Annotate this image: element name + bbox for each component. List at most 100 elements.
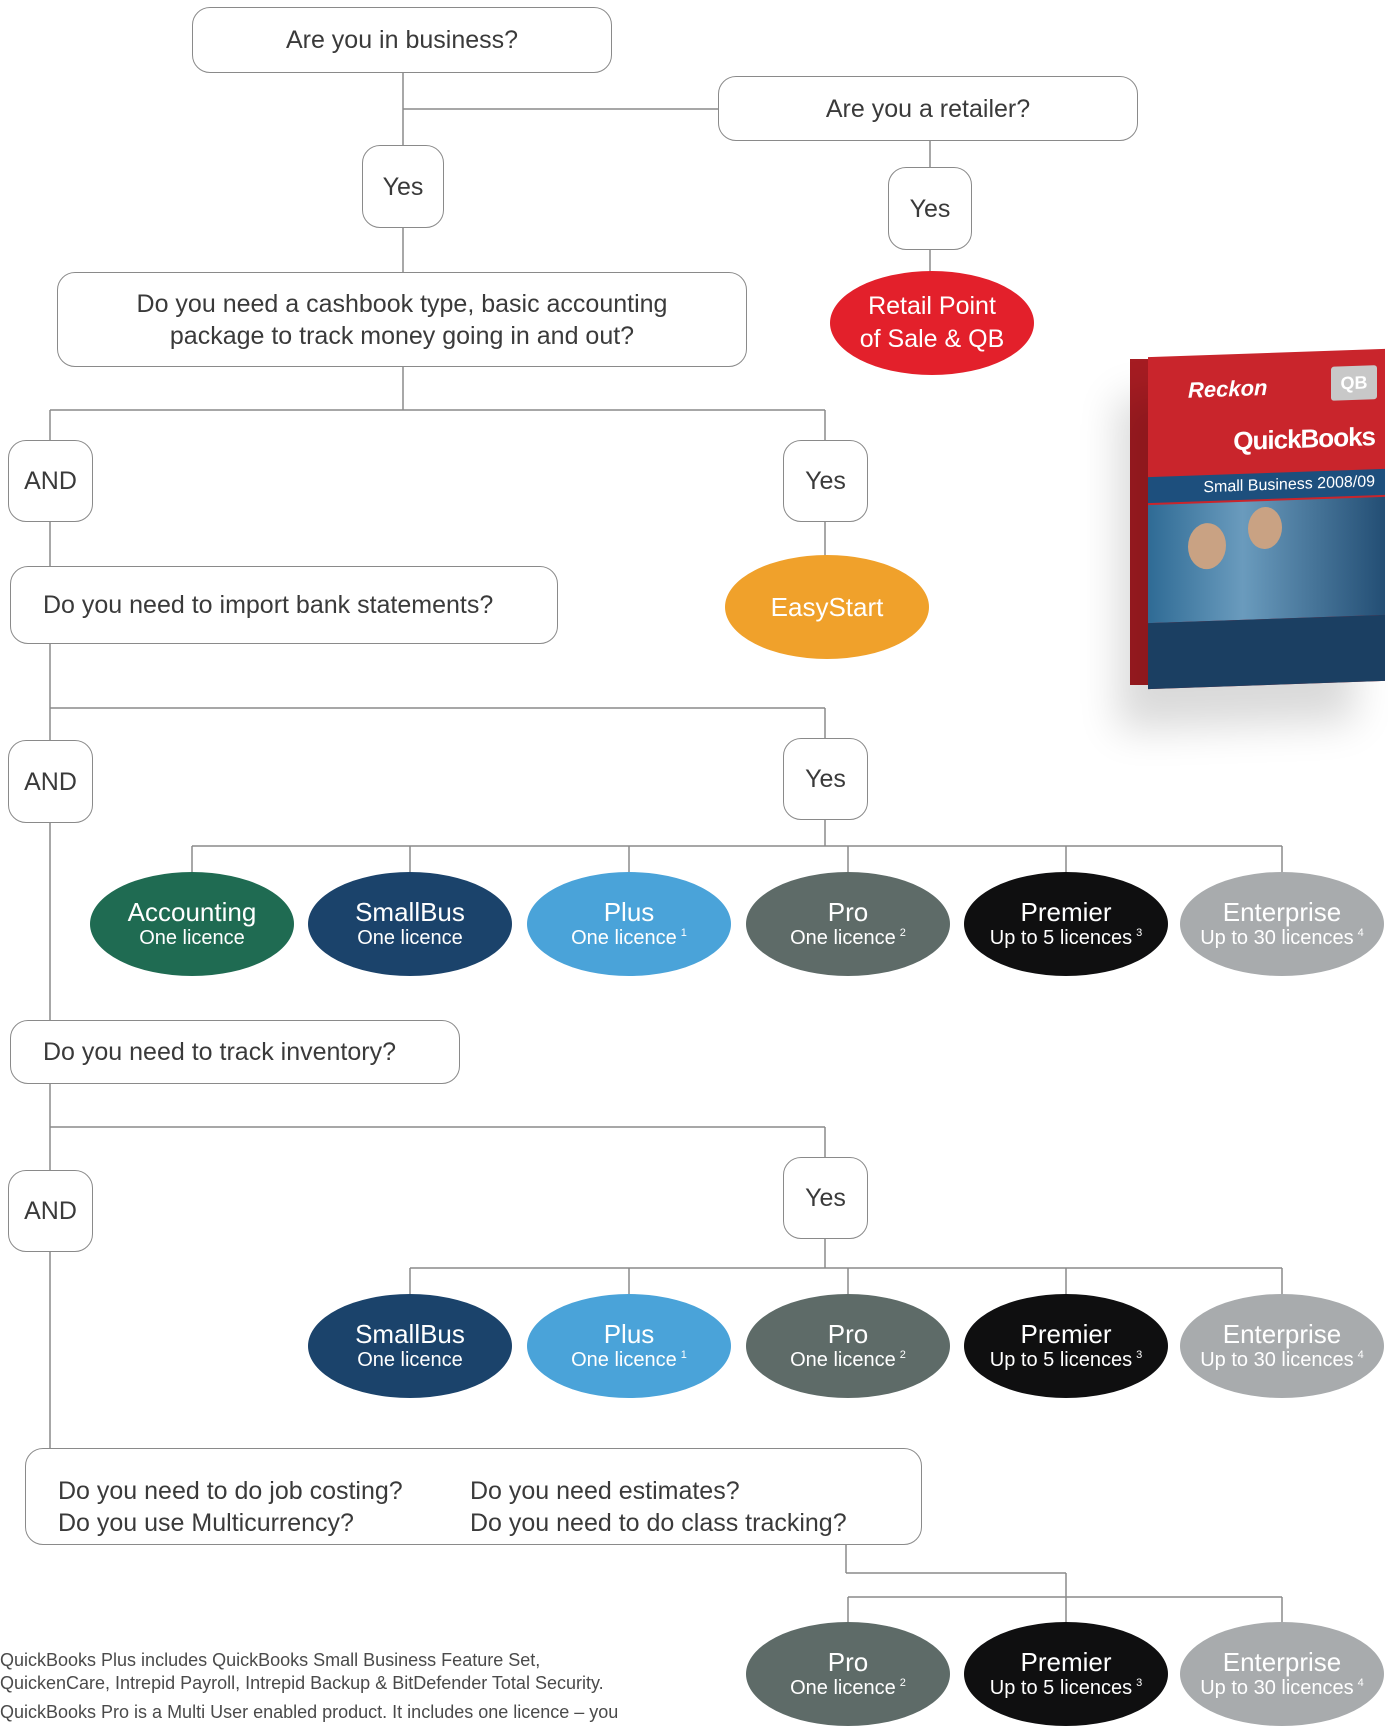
yes-bank-statements: Yes bbox=[783, 738, 868, 820]
product-box-qb-badge: QB bbox=[1331, 365, 1377, 401]
product-name: Plus bbox=[603, 1319, 655, 1349]
product-licence-text: One licence bbox=[571, 1349, 677, 1371]
question-retailer: Are you a retailer? bbox=[718, 76, 1138, 141]
product-box-person-1 bbox=[1188, 522, 1226, 570]
product-name: SmallBus bbox=[355, 1319, 465, 1349]
product-licence-text: Up to 30 licences bbox=[1200, 1677, 1354, 1699]
question-multicurrency: Do you use Multicurrency? bbox=[58, 1509, 354, 1537]
question-cashbook-line2: package to track money going in and out? bbox=[169, 321, 635, 350]
product-licence-text: One licence bbox=[790, 927, 896, 949]
product-name: Premier bbox=[1020, 1319, 1112, 1349]
retail-line2: of Sale & QB bbox=[859, 325, 1005, 353]
question-class-tracking: Do you need to do class tracking? bbox=[470, 1509, 847, 1537]
product-licence-text: Up to 5 licences bbox=[989, 1349, 1133, 1371]
product-name: Pro bbox=[827, 897, 869, 927]
product-name: Enterprise bbox=[1222, 897, 1342, 927]
product-box-photo bbox=[1148, 496, 1385, 624]
retail-point-of-sale-oval: Retail Point of Sale & QB bbox=[830, 271, 1034, 375]
retail-line1: Retail Point bbox=[868, 292, 996, 320]
product-name: Plus bbox=[603, 897, 655, 927]
footnote-marker: 3 bbox=[1136, 927, 1143, 940]
yes-inventory: Yes bbox=[783, 1157, 868, 1239]
footnote-marker: 2 bbox=[899, 1677, 906, 1690]
question-cashbook-line1: Do you need a cashbook type, basic accou… bbox=[136, 289, 668, 318]
and-2: AND bbox=[8, 740, 93, 823]
product-licence: One licence bbox=[139, 926, 245, 950]
product-name: Pro bbox=[827, 1647, 869, 1677]
yes-in-business: Yes bbox=[362, 145, 444, 228]
product-licence-text: Up to 30 licences bbox=[1200, 927, 1354, 949]
quickbooks-product-box-image: Reckon QB QuickBooks Small Business 2008… bbox=[1130, 345, 1385, 690]
product-box-side bbox=[1130, 359, 1152, 685]
product-name: Enterprise bbox=[1222, 1319, 1342, 1349]
and-3: AND bbox=[8, 1170, 93, 1252]
question-bank-statements: Do you need to import bank statements? bbox=[10, 566, 558, 644]
product-licence-text: One licence bbox=[357, 927, 463, 949]
product-box-brand: Reckon bbox=[1188, 374, 1268, 403]
question-advanced-features: Do you need to do job costing? Do you us… bbox=[25, 1448, 922, 1545]
product-licence: One licence bbox=[357, 926, 463, 950]
product-licence-text: One licence bbox=[571, 927, 677, 949]
product-name: SmallBus bbox=[355, 897, 465, 927]
product-licence-text: Up to 5 licences bbox=[989, 1677, 1133, 1699]
product-name: Accounting bbox=[127, 897, 257, 927]
and-1: AND bbox=[8, 440, 93, 522]
footnote-marker: 1 bbox=[680, 1349, 687, 1362]
product-licence-text: One licence bbox=[357, 1349, 463, 1371]
footnote-marker: 3 bbox=[1136, 1349, 1143, 1362]
footnote-line3: QuickBooks Pro is a Multi User enabled p… bbox=[0, 1702, 619, 1722]
product-name: Pro bbox=[827, 1319, 869, 1349]
footnotes: QuickBooks Plus includes QuickBooks Smal… bbox=[0, 1649, 690, 1724]
product-licence-text: One licence bbox=[790, 1677, 896, 1699]
footnote-marker: 1 bbox=[680, 927, 687, 940]
question-cashbook: Do you need a cashbook type, basic accou… bbox=[57, 272, 747, 367]
footnote-marker: 2 bbox=[899, 927, 906, 940]
footnote-line1: QuickBooks Plus includes QuickBooks Smal… bbox=[0, 1650, 541, 1670]
question-estimates: Do you need estimates? bbox=[470, 1477, 740, 1505]
product-name: Enterprise bbox=[1222, 1647, 1342, 1677]
product-name: Premier bbox=[1020, 897, 1112, 927]
question-job-costing: Do you need to do job costing? bbox=[58, 1477, 403, 1505]
footnote-marker: 4 bbox=[1357, 1677, 1364, 1690]
product-name: Premier bbox=[1020, 1647, 1112, 1677]
easystart-oval: EasyStart bbox=[725, 555, 929, 659]
product-licence-text: One licence bbox=[139, 927, 245, 949]
yes-cashbook: Yes bbox=[783, 440, 868, 522]
product-box-person-2 bbox=[1248, 506, 1282, 550]
question-in-business: Are you in business? bbox=[192, 7, 612, 73]
yes-retailer: Yes bbox=[888, 167, 972, 250]
footnote-line2: QuickenCare, Intrepid Payroll, Intrepid … bbox=[0, 1673, 604, 1693]
product-licence-text: Up to 5 licences bbox=[989, 927, 1133, 949]
footnote-marker: 2 bbox=[899, 1349, 906, 1362]
footnote-marker: 4 bbox=[1357, 927, 1364, 940]
product-box-bottom bbox=[1148, 614, 1385, 690]
product-licence-text: One licence bbox=[790, 1349, 896, 1371]
footnote-marker: 4 bbox=[1357, 1349, 1364, 1362]
